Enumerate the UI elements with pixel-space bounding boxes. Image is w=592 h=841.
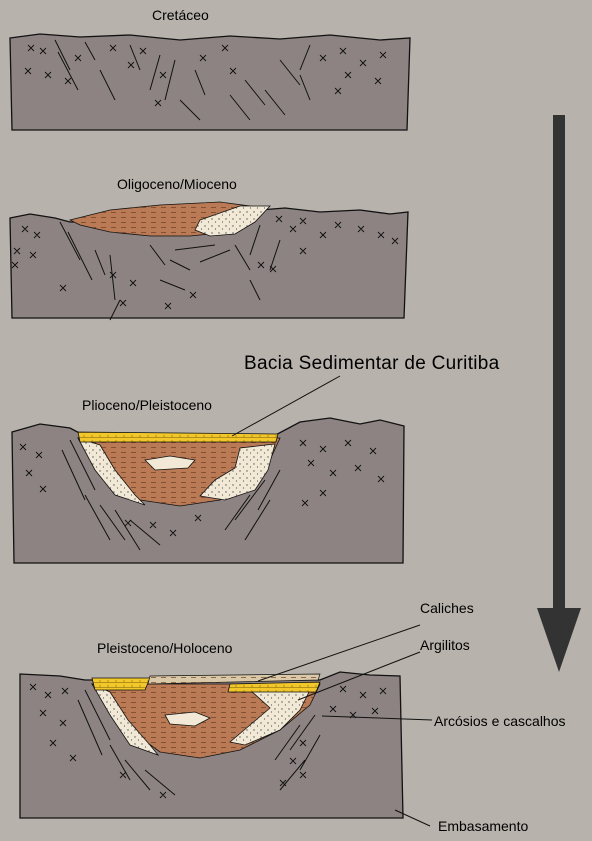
caliche-layer bbox=[92, 678, 150, 690]
embasamento-block bbox=[10, 34, 410, 130]
stage-title-cretaceo: Cretáceo bbox=[152, 7, 209, 23]
stage-title-pleistoceno-holoceno: Pleistoceno/Holoceno bbox=[97, 640, 232, 656]
stage-title-plioceno-pleistoceno: Plioceno/Pleistoceno bbox=[82, 397, 212, 413]
section-cretaceo bbox=[10, 34, 410, 130]
caliche-layer bbox=[228, 682, 320, 692]
legend-caliches: Caliches bbox=[420, 600, 474, 616]
legend-arcosios-e-cascalhos: Arcósios e cascalhos bbox=[434, 713, 566, 729]
legend-argilitos: Argilitos bbox=[420, 637, 470, 653]
time-arrow bbox=[537, 115, 581, 672]
section-oligoceno-mioceno bbox=[10, 202, 408, 320]
stage-title-oligoceno-mioceno: Oligoceno/Mioceno bbox=[117, 176, 237, 192]
basin-label: Bacia Sedimentar de Curitiba bbox=[244, 353, 500, 375]
legend-embasamento: Embasamento bbox=[438, 818, 528, 834]
caliche-layer bbox=[78, 432, 278, 442]
